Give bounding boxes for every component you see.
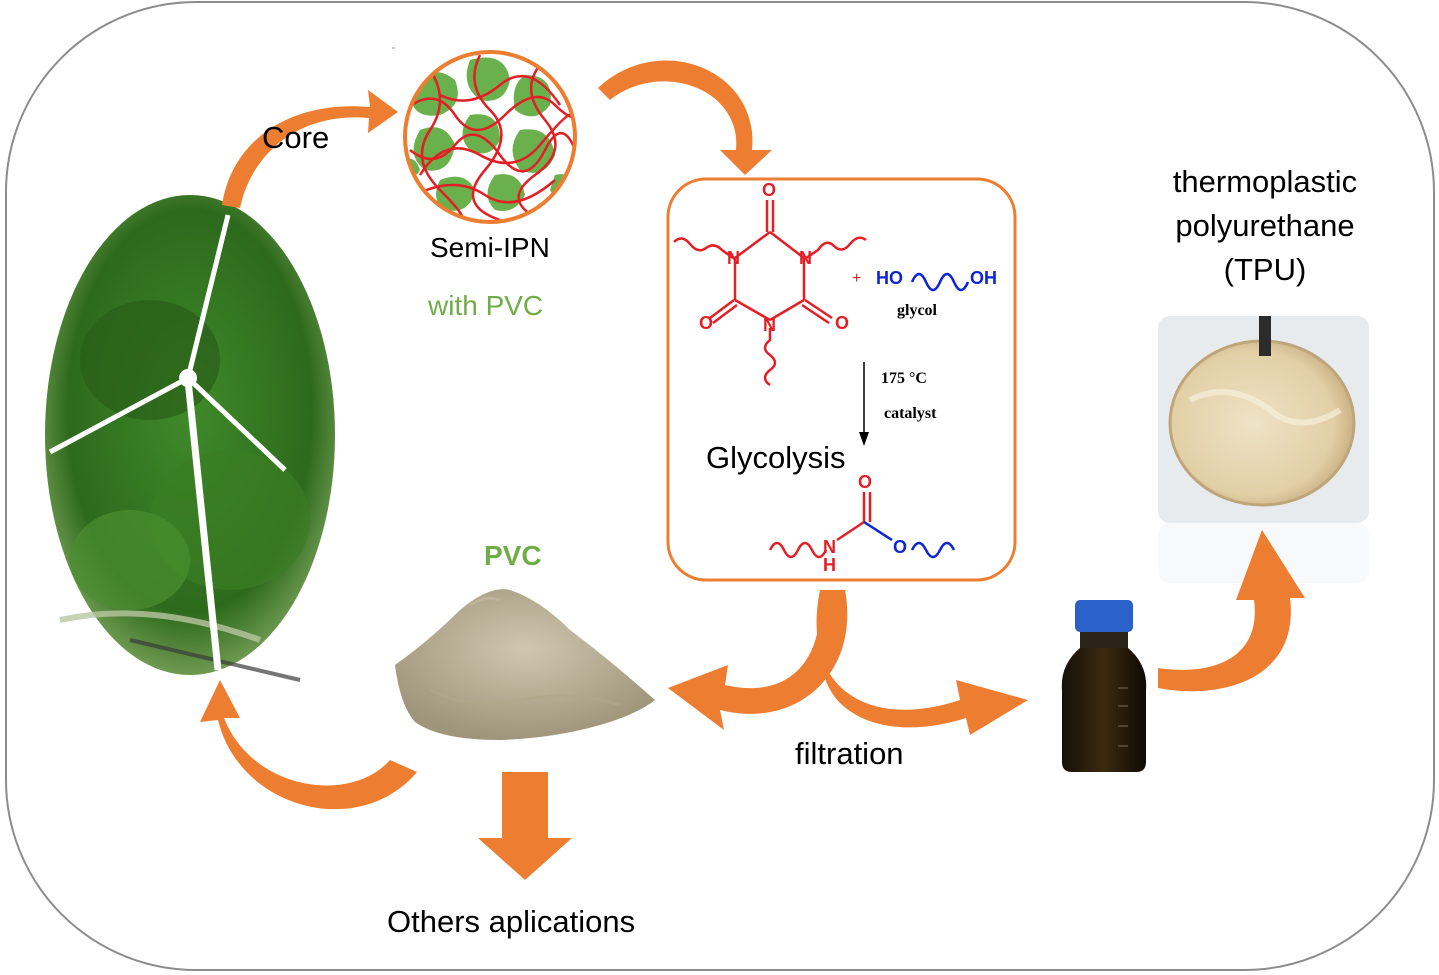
plus-sign: + <box>852 270 862 287</box>
urethane-h: H <box>823 555 836 575</box>
pvc-powder-image <box>395 589 655 740</box>
glycol-label: glycol <box>897 302 937 319</box>
outer-frame <box>5 1 1435 971</box>
reaction-bottle-image <box>1061 600 1147 772</box>
glycol-oh: OH <box>970 268 997 288</box>
atom-n-right: N <box>799 248 812 268</box>
atom-o-top: O <box>762 180 777 200</box>
glycolysis-reaction-box <box>666 177 1017 582</box>
with-pvc-label: with PVC <box>428 290 544 321</box>
arrow-pvc-to-turbine <box>200 680 417 810</box>
temperature-label: 175 °C <box>881 370 927 387</box>
isocyanurate-structure <box>673 200 867 387</box>
tpu-label-line2: polyurethane <box>1175 208 1355 243</box>
others-applications-label: Others aplications <box>387 904 636 939</box>
pvc-label: PVC <box>484 540 542 571</box>
tpu-label-line1: thermoplastic <box>1172 164 1358 199</box>
atom-n-bottom: N <box>763 315 776 335</box>
tpu-label-line3: (TPU) <box>1223 252 1307 287</box>
arrow-core-to-semi-ipn <box>222 90 398 208</box>
arrow-pvc-to-others <box>478 772 572 880</box>
atom-n-left: N <box>727 248 740 268</box>
core-label: Core <box>262 120 330 155</box>
tpu-sample-image <box>1158 316 1369 583</box>
glycol-ho: HO <box>876 268 903 288</box>
urethane-n: N <box>823 537 836 557</box>
arrow-box-to-pvc <box>668 590 848 730</box>
urethane-product <box>768 492 956 559</box>
arrow-semi-ipn-to-box <box>598 60 772 175</box>
atom-o-left: O <box>699 313 714 333</box>
glycolysis-label: Glycolysis <box>706 440 846 475</box>
urethane-o-top: O <box>858 472 873 492</box>
filtration-label: filtration <box>795 736 904 771</box>
catalyst-label: catalyst <box>884 405 937 422</box>
wind-turbine-forest-image <box>45 195 335 682</box>
semi-ipn-label: Semi-IPN <box>430 232 550 263</box>
arrow-bottle-to-tpu <box>1158 530 1305 692</box>
semi-ipn-circle <box>403 50 577 224</box>
reaction-arrow <box>859 362 869 446</box>
arrow-box-to-bottle <box>816 590 1028 735</box>
atom-o-right: O <box>835 313 850 333</box>
urethane-o: O <box>893 537 908 557</box>
glycol-chain <box>910 272 970 292</box>
flow-arrows <box>200 60 1305 880</box>
